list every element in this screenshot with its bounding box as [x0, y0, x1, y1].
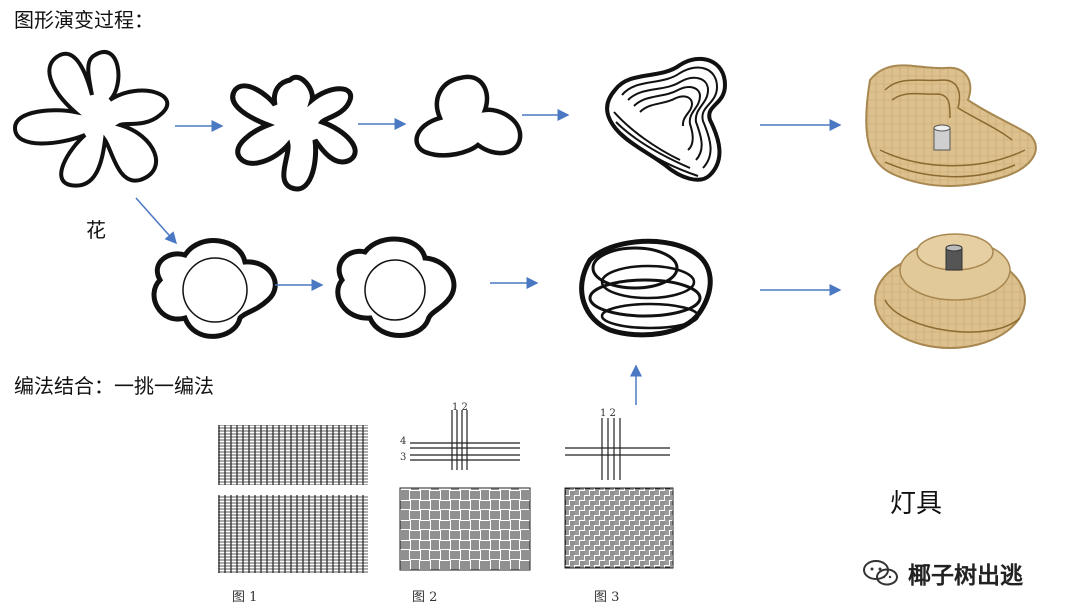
lamp-shade-3d-2	[874, 233, 1026, 349]
figure-2-left-number-3: 3	[400, 452, 407, 463]
trefoil-shape	[414, 74, 523, 158]
figure-2-caption: 图 2	[412, 590, 438, 605]
weave-method-label: 编法结合：一挑一编法	[14, 374, 214, 398]
weave-figure-1	[218, 425, 368, 573]
figure-3-caption: 图 3	[594, 590, 620, 605]
diagram-title: 图形演变过程：	[14, 8, 154, 32]
layered-shape-2	[579, 238, 713, 338]
lamp-shade-3d-1	[865, 64, 1037, 187]
four-petal-shape-2	[335, 236, 457, 338]
figure-2-left-number-4: 4	[400, 436, 407, 447]
figure-1-caption: 图 1	[232, 590, 258, 605]
four-petal-shape-1	[151, 238, 278, 339]
figure-3-top-numbers: 1 2	[600, 408, 616, 419]
star-shape	[230, 75, 358, 192]
flower-shape	[12, 50, 170, 188]
weave-figure-2	[399, 410, 531, 571]
watermark: 椰子树出逃	[862, 556, 1023, 590]
wechat-icon	[863, 560, 898, 586]
arrow	[135, 197, 177, 245]
weave-figure-3	[564, 418, 674, 569]
lamp-label: 灯具	[890, 489, 943, 519]
layered-shape-1	[605, 56, 728, 182]
figure-2-top-numbers: 1 2	[452, 402, 468, 413]
watermark-text: 椰子树出逃	[908, 563, 1023, 589]
flower-label: 花	[86, 218, 106, 242]
